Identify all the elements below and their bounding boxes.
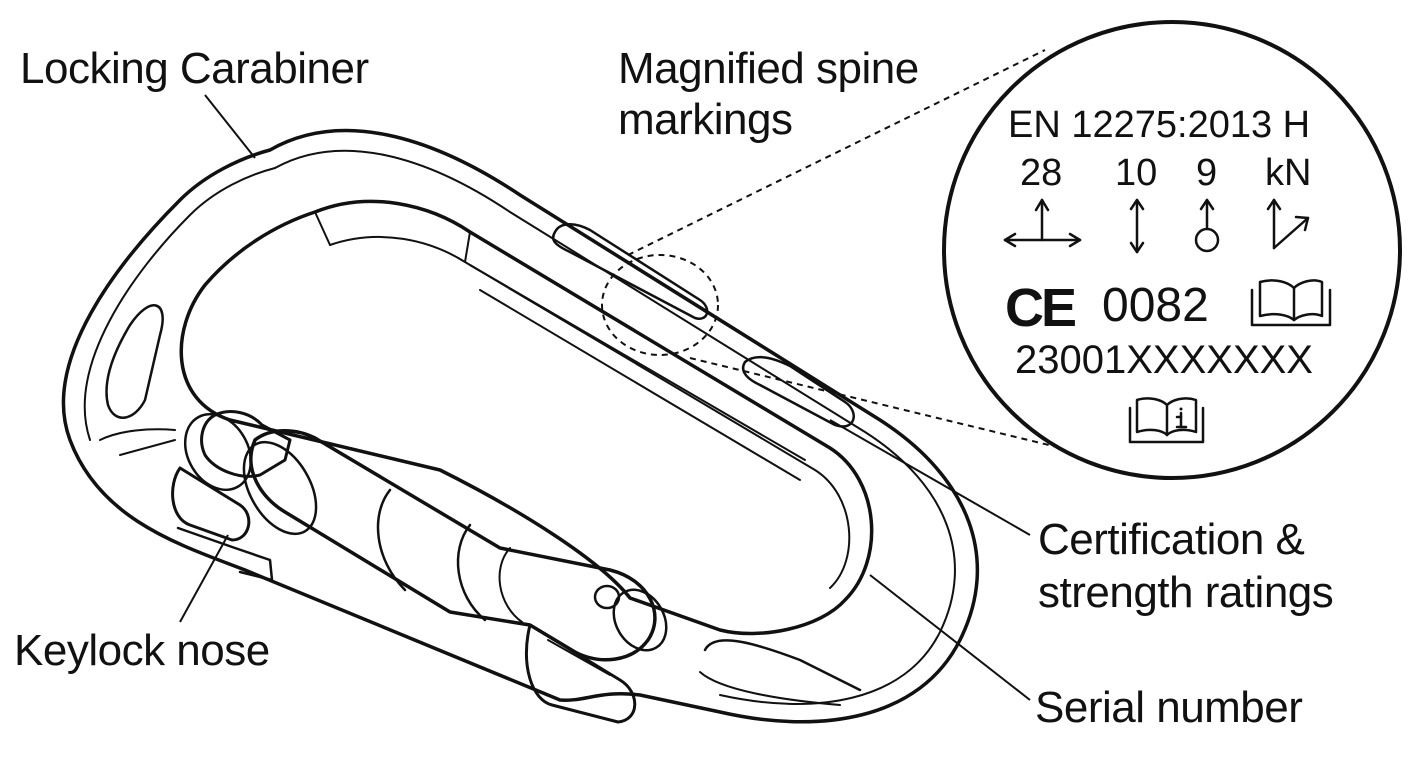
open-book-icon: [1250, 279, 1332, 327]
leader-certification: [829, 419, 1031, 536]
ce-mark: CE: [1005, 278, 1078, 338]
read-instructions-icon: [1128, 397, 1205, 444]
spine-strength-gate-open: 10: [1115, 152, 1158, 194]
minor-axis-arrow-icon: [1129, 198, 1145, 254]
gate-open-load-icon: [1266, 198, 1310, 250]
label-certification-line2: strength ratings: [1038, 568, 1334, 617]
leader-keylock: [179, 534, 229, 623]
spine-strength-minor: 9: [1196, 152, 1218, 194]
magnified-spine-circle: [942, 20, 1402, 480]
gate-open-arrow-icon: [1194, 198, 1220, 253]
major-axis-arrow-icon: [1003, 198, 1082, 248]
locking-sleeve: [249, 429, 657, 662]
carabiner-frame-inner-edge: [274, 149, 956, 705]
spine-groove-lower: [741, 355, 855, 428]
label-magnified-spine-line1: Magnified spine: [618, 44, 919, 93]
label-magnified-spine-line2: markings: [618, 95, 793, 144]
spine-groove-upper: [551, 223, 709, 320]
leader-serial: [869, 574, 1031, 701]
spine-serial: 23001XXXXXXX: [1015, 338, 1313, 382]
label-locking-carabiner: Locking Carabiner: [20, 44, 369, 93]
svg-text:CE: CE: [1005, 278, 1075, 338]
spine-strength-major: 28: [1020, 152, 1063, 194]
label-serial-number: Serial number: [1035, 683, 1303, 732]
carabiner-frame: [61, 128, 980, 724]
spine-standard-text: EN 12275:2013 H: [1008, 104, 1311, 146]
leader-locking-carabiner: [204, 94, 256, 159]
spine-unit: kN: [1265, 152, 1312, 194]
label-keylock-nose: Keylock nose: [14, 626, 270, 675]
spine-notified-body: 0082: [1102, 279, 1209, 332]
keylock-nose: [171, 466, 251, 542]
carabiner-inner-opening: [179, 199, 874, 636]
magnified-area-outline: [601, 254, 719, 356]
label-certification-line1: Certification &: [1038, 515, 1305, 564]
